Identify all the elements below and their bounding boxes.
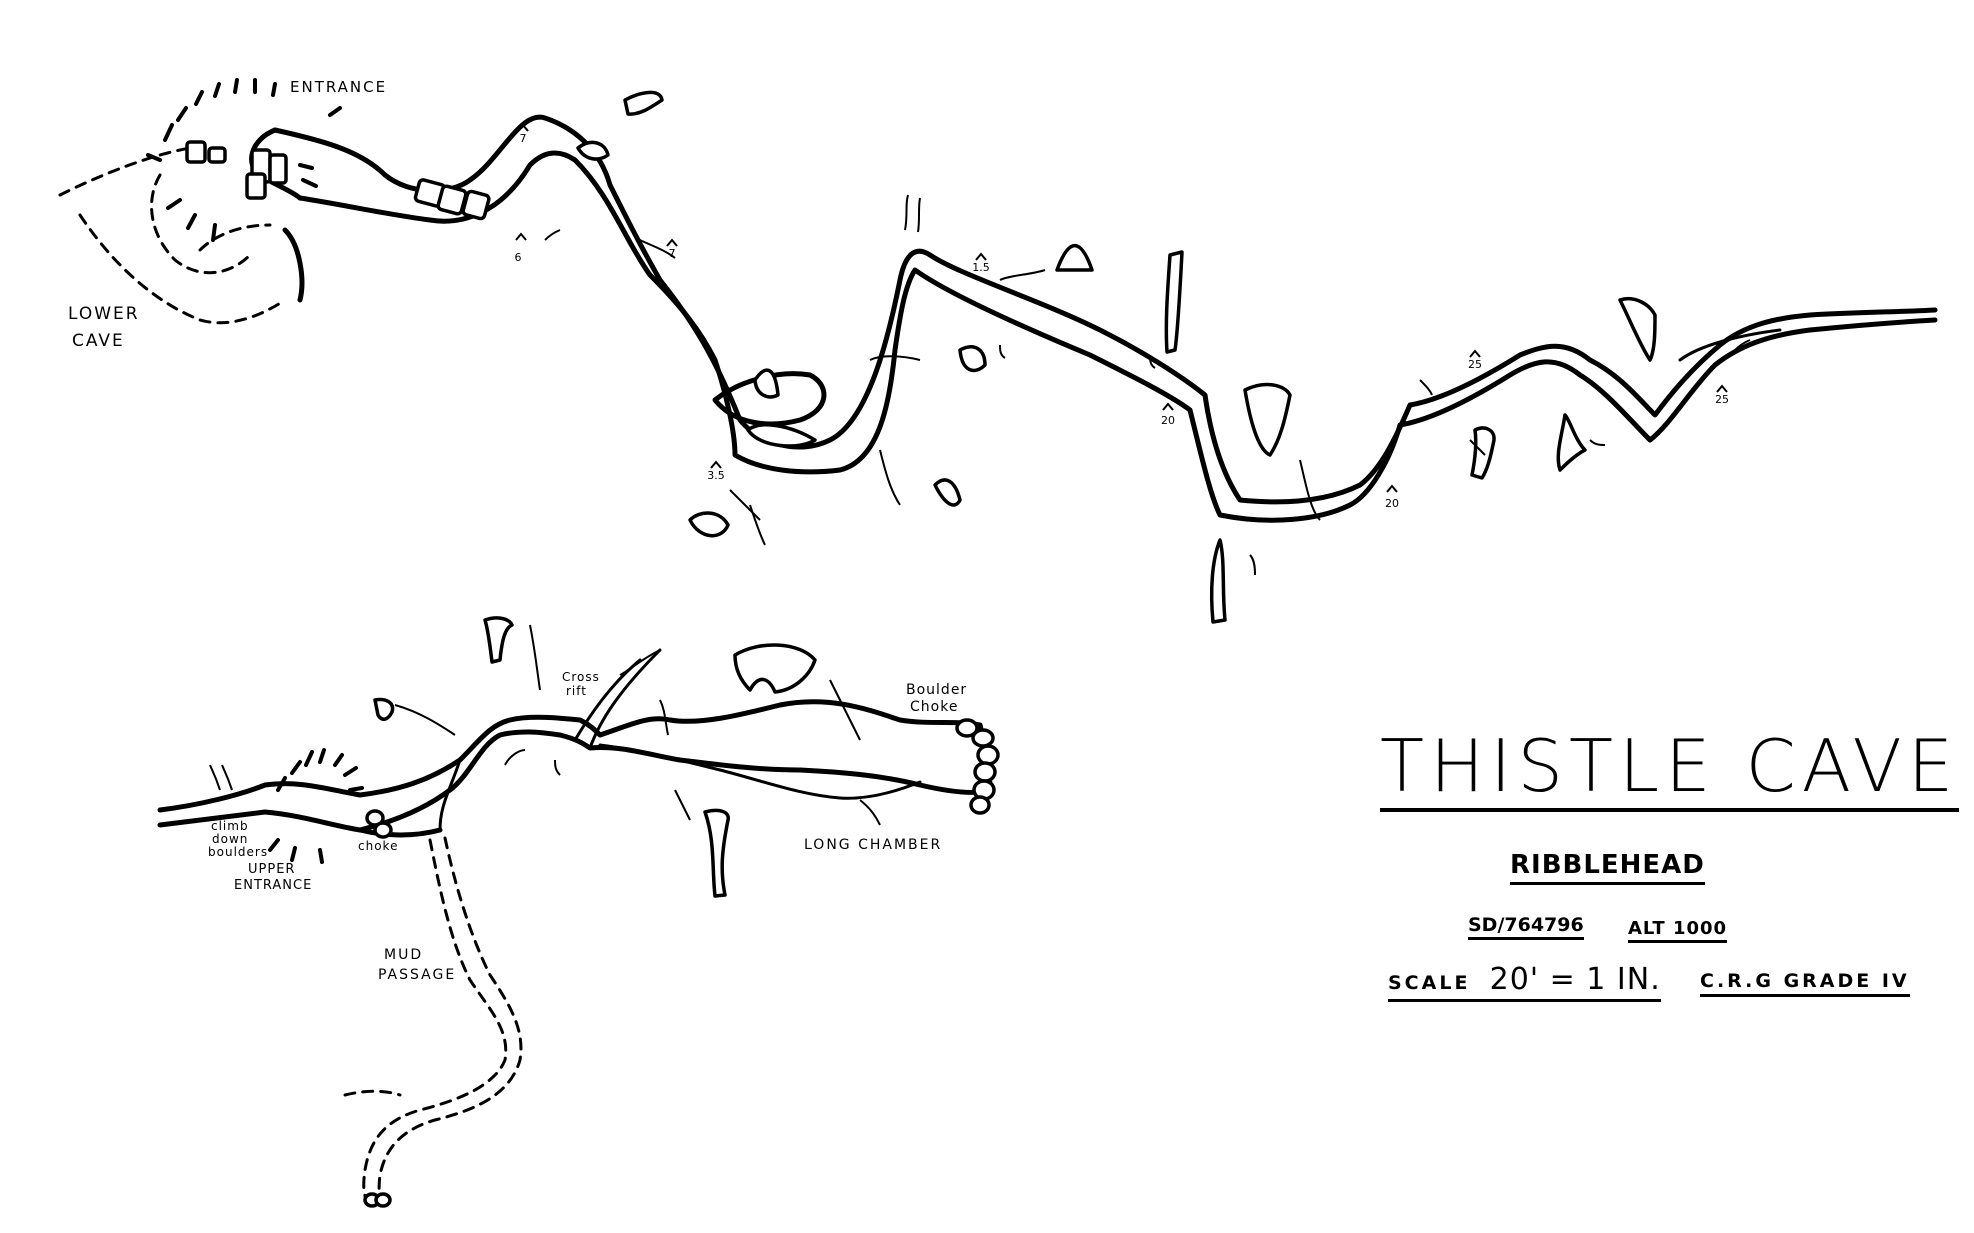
lower-cave-outline-north [58,146,192,197]
branch-passage [438,758,462,832]
label-upper-entrance-line2: ENTRANCE [234,878,313,893]
lower-system-boulders [373,616,817,898]
label-upper-entrance-line1: UPPER [248,862,296,877]
boulder-choke-stones [365,718,1000,839]
lower-leaders [209,624,881,826]
main-passage-south-wall [297,150,1938,523]
label-boulder-choke-line2: Choke [910,699,959,715]
cross-rift-passage [588,648,662,750]
upper-entrance-system [157,648,993,838]
depth-marker: 25 [1468,358,1482,371]
upper-passage-south-wall [157,729,993,833]
label-climb-line3: boulders [208,845,269,859]
lower-meander-inner [1678,328,1782,362]
depth-marker: 7 [668,247,676,260]
label-long-chamber: LONG CHAMBER [804,837,943,853]
lower-cave-east-wall [282,227,305,303]
mud-passage-side [343,1089,402,1097]
scale-prefix: SCALE [1388,972,1471,994]
label-climb-line2: down [212,832,249,846]
depth-carets [515,123,1728,493]
depth-marker: 6 [514,251,522,264]
depth-marker: 1.5 [972,261,990,274]
upper-entrance-doline [268,748,364,864]
map-altitude: ALT 1000 [1628,918,1728,943]
depth-marker: 25 [1715,393,1729,406]
entrance-doline [146,78,342,242]
map-location: RIBBLEHEAD [1510,850,1705,885]
depth-marker: 7 [519,132,527,145]
upper-passage-north-wall [157,699,983,813]
label-entrance: ENTRANCE [290,78,388,96]
label-mud-passage-line1: MUD [384,947,424,963]
label-boulder-choke-line1: Boulder [906,682,968,698]
long-chamber-inner [598,743,922,800]
label-mud-passage-line2: PASSAGE [378,967,457,983]
depth-marker: 20 [1161,414,1175,427]
label-choke: choke [358,839,399,853]
map-grid-reference: SD/764796 [1468,914,1584,940]
map-title: THISTLE CAVE [1380,730,1960,812]
map-grade: C.R.G GRADE IV [1700,970,1910,997]
main-passage [272,114,1938,523]
scale-value: 20' = 1 IN. [1489,962,1661,997]
side-passage-mud [357,827,443,838]
main-boulders [185,90,1657,624]
lower-cave-inner-2 [198,223,272,252]
label-lower-cave-line2: CAVE [72,331,125,351]
label-lower-cave-line1: LOWER [68,304,140,324]
depth-marker: 20 [1385,497,1399,510]
lower-cave-inner [150,173,252,275]
label-cross-rift-line1: Cross [562,670,600,684]
label-climb-line1: climb [211,819,249,833]
label-cross-rift-line2: rift [566,684,587,698]
depth-marker: 3.5 [707,469,725,482]
mud-passage [343,836,523,1208]
main-passage-north-wall [272,114,1938,505]
lower-cave-outline-south [78,213,287,325]
main-leaders [544,194,1751,576]
mud-passage-east-wall [377,836,523,1202]
mud-passage-west-wall [362,838,508,1202]
map-scale: SCALE 20' = 1 IN. [1388,962,1661,1002]
